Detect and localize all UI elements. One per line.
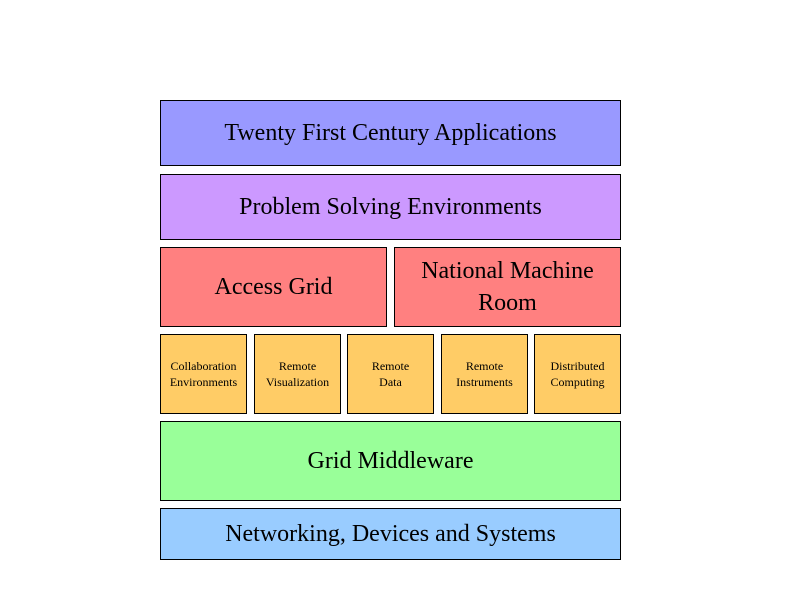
service-label-line-2: Instruments [456, 375, 513, 389]
layer-national-machine-room: National Machine Room [394, 247, 621, 327]
service-distributed-computing: Distributed Computing [534, 334, 621, 414]
service-label-line-2: Environments [169, 375, 238, 389]
service-remote-data: Remote Data [347, 334, 434, 414]
layer-label: Twenty First Century Applications [224, 119, 557, 146]
layer-label-line-1: National Machine [421, 258, 594, 284]
service-label-line-1: Remote [278, 359, 317, 373]
service-collaboration-environments: Collaboration Environments [160, 334, 247, 414]
layer-grid-middleware: Grid Middleware [160, 421, 621, 501]
service-remote-visualization: Remote Visualization [254, 334, 341, 414]
layer-networking-devices-systems: Networking, Devices and Systems [160, 508, 621, 560]
service-label-line-1: Remote [465, 359, 504, 373]
service-label-line-1: Distributed [550, 359, 605, 373]
layer-label: Problem Solving Environments [239, 193, 542, 220]
service-label-line-2: Computing [550, 375, 605, 389]
service-remote-instruments: Remote Instruments [441, 334, 528, 414]
layer-twenty-first-century-applications: Twenty First Century Applications [160, 100, 621, 166]
service-label-line-2: Data [379, 375, 402, 389]
layer-label: Networking, Devices and Systems [225, 520, 556, 547]
service-label-line-1: Remote [371, 359, 410, 373]
service-label-line-1: Collaboration [170, 359, 237, 373]
layer-label: Grid Middleware [307, 447, 474, 474]
layer-label: Access Grid [214, 273, 333, 300]
layer-label-line-2: Room [478, 290, 537, 316]
service-label-line-2: Visualization [265, 375, 330, 389]
layer-problem-solving-environments: Problem Solving Environments [160, 174, 621, 240]
layer-access-grid: Access Grid [160, 247, 387, 327]
